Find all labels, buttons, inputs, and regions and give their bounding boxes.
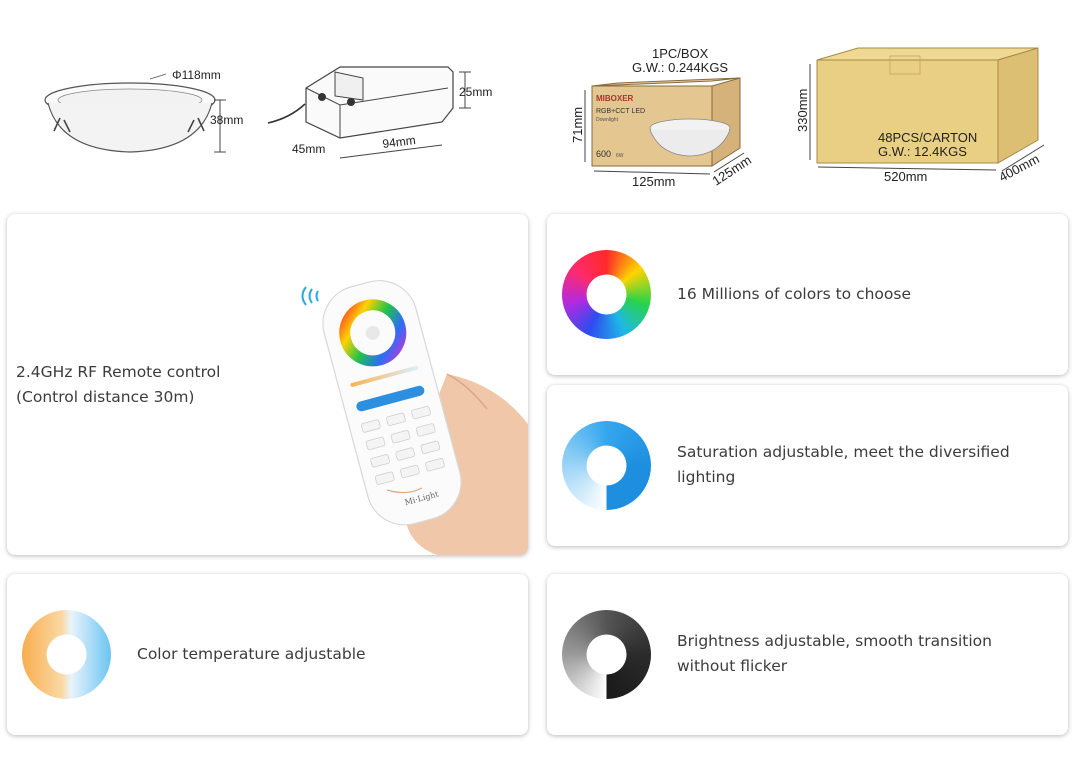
brightness-text: Brightness adjustable, smooth transition… <box>677 629 992 679</box>
downlight-height-label: 38mm <box>210 113 243 127</box>
driver-height-label: 25mm <box>459 85 492 99</box>
signal-icon <box>301 286 307 306</box>
box-gw-label: G.W.: 0.244KGS <box>632 60 728 75</box>
saturation-text: Saturation adjustable, meet the diversif… <box>677 440 1010 490</box>
color-card: 16 Millions of colors to choose <box>547 214 1068 375</box>
brightness-icon <box>562 610 651 699</box>
driver-drawing: 25mm 45mm 94mm <box>267 66 492 159</box>
box-power-unit: 6W <box>616 153 624 159</box>
box-power: 600 <box>596 149 611 159</box>
driver-length-label: 94mm <box>382 133 417 151</box>
gift-box-drawing: MIBOXER RGB+CCT LED Downlight 600 6W 1PC… <box>570 46 754 189</box>
remote-line2: (Control distance 30m) <box>16 388 195 406</box>
carton-width-label: 520mm <box>884 169 927 184</box>
carton-qty-label: 48PCS/CARTON <box>878 130 977 145</box>
temperature-text: Color temperature adjustable <box>137 645 366 663</box>
downlight-drawing: Φ118mm 38mm <box>44 68 243 153</box>
remote-control-card: 2.4GHz RF Remote control (Control distan… <box>7 214 528 555</box>
saturation-line1: Saturation adjustable, meet the diversif… <box>677 443 1010 461</box>
box-height-label: 71mm <box>570 107 585 143</box>
remote-hand-illustration: Mi·Light <box>301 280 528 555</box>
brightness-card: Brightness adjustable, smooth transition… <box>547 574 1068 735</box>
color-temperature-icon <box>22 610 111 699</box>
box-subtitle: Downlight <box>596 117 619 123</box>
box-qty-label: 1PC/BOX <box>652 46 709 61</box>
downlight-diameter-label: Φ118mm <box>172 68 221 82</box>
temperature-card: Color temperature adjustable <box>7 574 528 735</box>
brightness-line1: Brightness adjustable, smooth transition <box>677 632 992 650</box>
color-wheel-icon <box>562 250 651 339</box>
driver-width-label: 45mm <box>292 142 325 156</box>
remote-text: 2.4GHz RF Remote control (Control distan… <box>16 360 220 410</box>
dimension-drawings: Φ118mm 38mm 25mm 45mm 94mm MIBOXER RGB+C… <box>44 46 1045 189</box>
color-text: 16 Millions of colors to choose <box>677 285 912 303</box>
remote-line1: 2.4GHz RF Remote control <box>16 363 221 381</box>
saturation-line2: lighting <box>677 468 736 486</box>
box-brand: MIBOXER <box>596 94 634 103</box>
saturation-icon <box>562 421 651 510</box>
saturation-card: Saturation adjustable, meet the diversif… <box>547 385 1068 546</box>
box-product: RGB+CCT LED <box>596 108 645 115</box>
carton-height-label: 330mm <box>795 89 810 132</box>
carton-drawing: 48PCS/CARTON G.W.: 12.4KGS 330mm 520mm 4… <box>795 47 1045 185</box>
brightness-line2: without flicker <box>677 657 788 675</box>
carton-gw-label: G.W.: 12.4KGS <box>878 144 967 159</box>
box-width-label: 125mm <box>632 174 675 189</box>
